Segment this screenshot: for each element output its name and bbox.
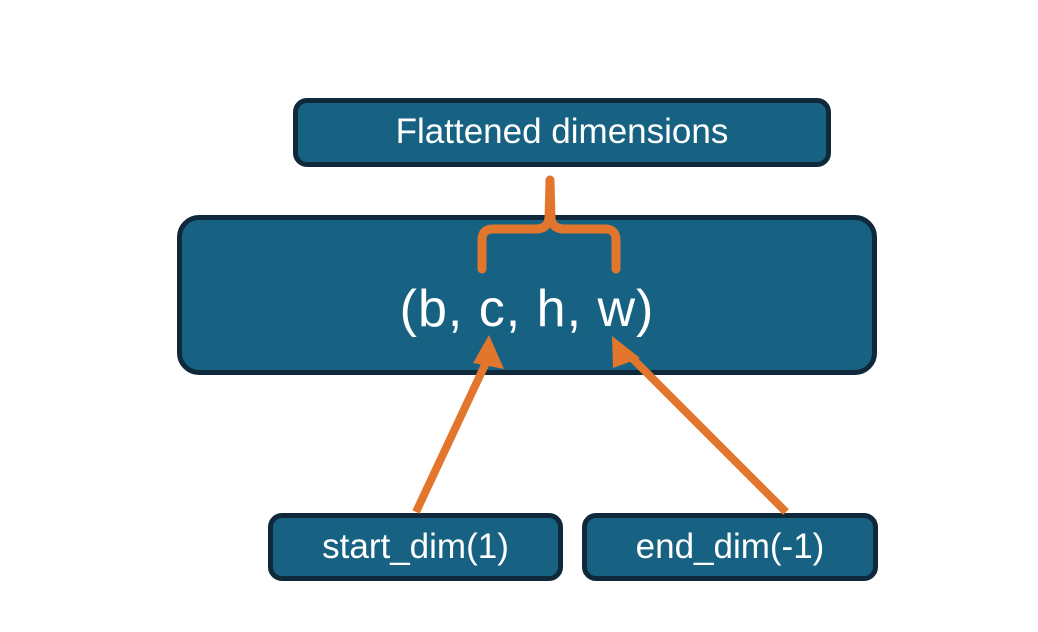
arrow-start-dim-to-c-shaft (412, 350, 495, 514)
arrow-end-dim-to-w-shaft (623, 349, 789, 515)
tensor-shape-box: (b, c, h, w) (177, 215, 877, 375)
flattened-dimensions-box: Flattened dimensions (293, 98, 831, 167)
flattened-dimensions-label: Flattened dimensions (395, 112, 729, 152)
end-dim-box: end_dim(-1) (582, 513, 878, 581)
end-dim-label: end_dim(-1) (635, 526, 825, 566)
start-dim-box: start_dim(1) (268, 513, 563, 581)
start-dim-label: start_dim(1) (322, 526, 509, 566)
tensor-shape-label: (b, c, h, w) (399, 279, 655, 338)
